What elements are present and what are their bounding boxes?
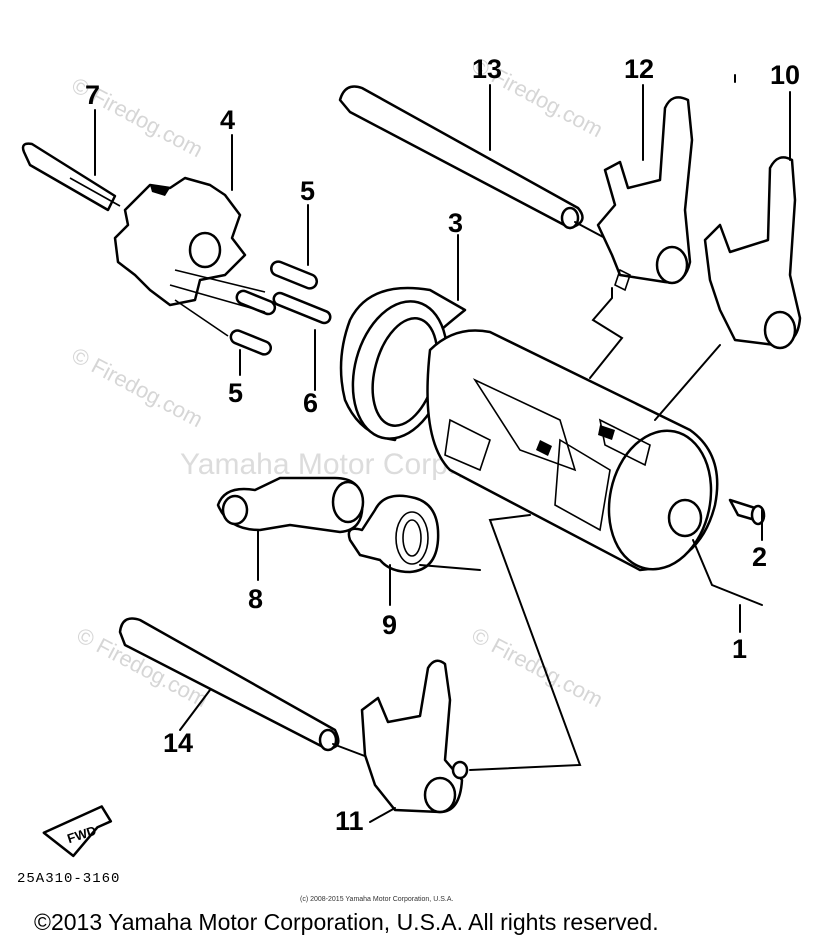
callout-2: 2: [752, 542, 767, 572]
callout-5-bottom: 5: [228, 378, 243, 408]
callout-10: 10: [770, 60, 800, 90]
part-shaft-13: [338, 85, 606, 239]
callout-11: 11: [335, 806, 364, 836]
small-copyright: (c) 2008-2015 Yamaha Motor Corporation, …: [300, 896, 453, 903]
callout-4: 4: [220, 105, 235, 135]
part-spring-9: [347, 494, 481, 574]
part-fork-11: [360, 659, 469, 814]
copyright-notice: ©2013 Yamaha Motor Corporation, U.S.A. A…: [34, 909, 659, 935]
callout-12: 12: [624, 54, 654, 84]
callout-3: 3: [448, 208, 463, 238]
part-fork-12: [596, 96, 694, 292]
part-segment-4: [113, 176, 247, 307]
callout-7: 7: [85, 80, 100, 110]
part-bearing-3: [339, 286, 467, 442]
callout-5-top: 5: [300, 176, 315, 206]
part-shaft-14: [118, 617, 371, 759]
fwd-indicator: FWD: [42, 805, 113, 858]
part-screw-7: [21, 142, 121, 212]
part-shift-cam-1: [426, 329, 719, 572]
part-fork-10: [703, 156, 802, 350]
callout-6: 6: [303, 388, 318, 418]
callout-8: 8: [248, 584, 263, 614]
watermark-site: © Firedog.com: [68, 342, 207, 432]
callout-1: 1: [732, 634, 747, 664]
watermark-site: © Firedog.com: [468, 622, 607, 712]
callout-13: 13: [472, 54, 502, 84]
part-arm-8: [216, 476, 365, 534]
callout-9: 9: [382, 610, 397, 640]
callout-labels: 7 4 5 5 6 3 13 12 10 2 1 8 9 14 11: [85, 54, 800, 836]
part-pins-5-6: [169, 260, 332, 356]
part-screw-2: [728, 498, 766, 526]
callout-14: 14: [163, 728, 193, 758]
leader-lines: [94, 74, 791, 823]
diagram-code: 25A310-3160: [17, 871, 120, 887]
